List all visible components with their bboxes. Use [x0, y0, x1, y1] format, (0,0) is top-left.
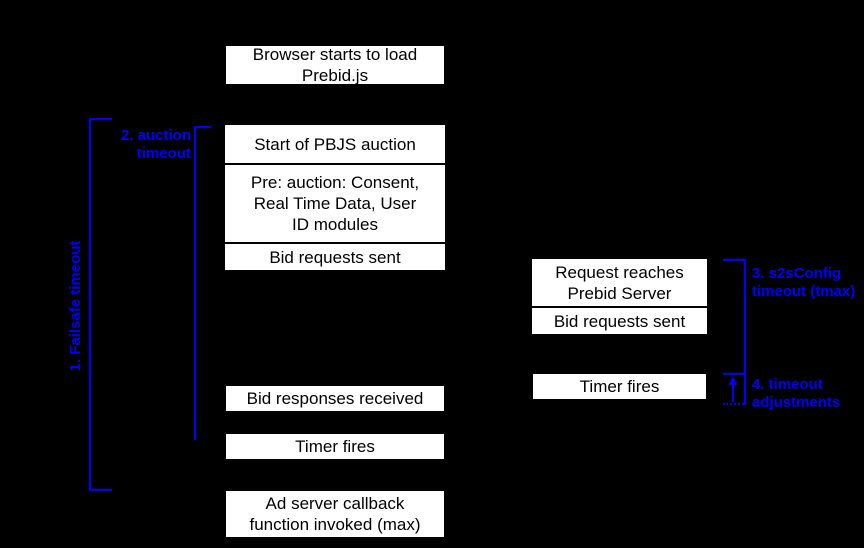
- adjustment-dotted-tick: [723, 403, 744, 405]
- auction-timeout-bracket: [194, 126, 211, 440]
- browser-load-box: Browser starts to load Prebid.js: [225, 45, 445, 85]
- auction-phase-stack: Start of PBJS auction Pre: auction: Cons…: [225, 125, 445, 270]
- failsafe-timeout-bracket: [89, 118, 112, 491]
- s2s-config-timeout-label: 3. s2sConfig timeout (tmax): [752, 265, 856, 300]
- ad-server-callback-box: Ad server callback function invoked (max…: [225, 490, 445, 538]
- pre-auction-modules-box: Pre: auction: Consent, Real Time Data, U…: [225, 163, 445, 242]
- timeout-adjustments-label: 4. timeout adjustments: [752, 376, 841, 411]
- server-bid-requests-sent-box: Bid requests sent: [532, 306, 707, 334]
- prebid-server-stack: Request reaches Prebid Server Bid reques…: [532, 259, 707, 334]
- bid-responses-received-box: Bid responses received: [225, 385, 445, 412]
- auction-start-box: Start of PBJS auction: [225, 125, 445, 163]
- s2s-timeout-bracket: [744, 259, 746, 405]
- auction-timeout-label: 2. auction timeout: [120, 127, 191, 162]
- s2s-bracket-top-tick: [723, 259, 744, 261]
- timeout-adjustment-up-arrow-icon: [728, 376, 738, 402]
- server-timer-fires-box: Timer fires: [532, 373, 707, 400]
- request-reaches-server-box: Request reaches Prebid Server: [532, 259, 707, 306]
- timer-fires-box: Timer fires: [225, 433, 445, 460]
- bid-requests-sent-box: Bid requests sent: [225, 242, 445, 270]
- failsafe-timeout-label: 1. Failsafe timeout: [67, 240, 84, 372]
- s2s-bracket-timer-tick: [723, 373, 744, 375]
